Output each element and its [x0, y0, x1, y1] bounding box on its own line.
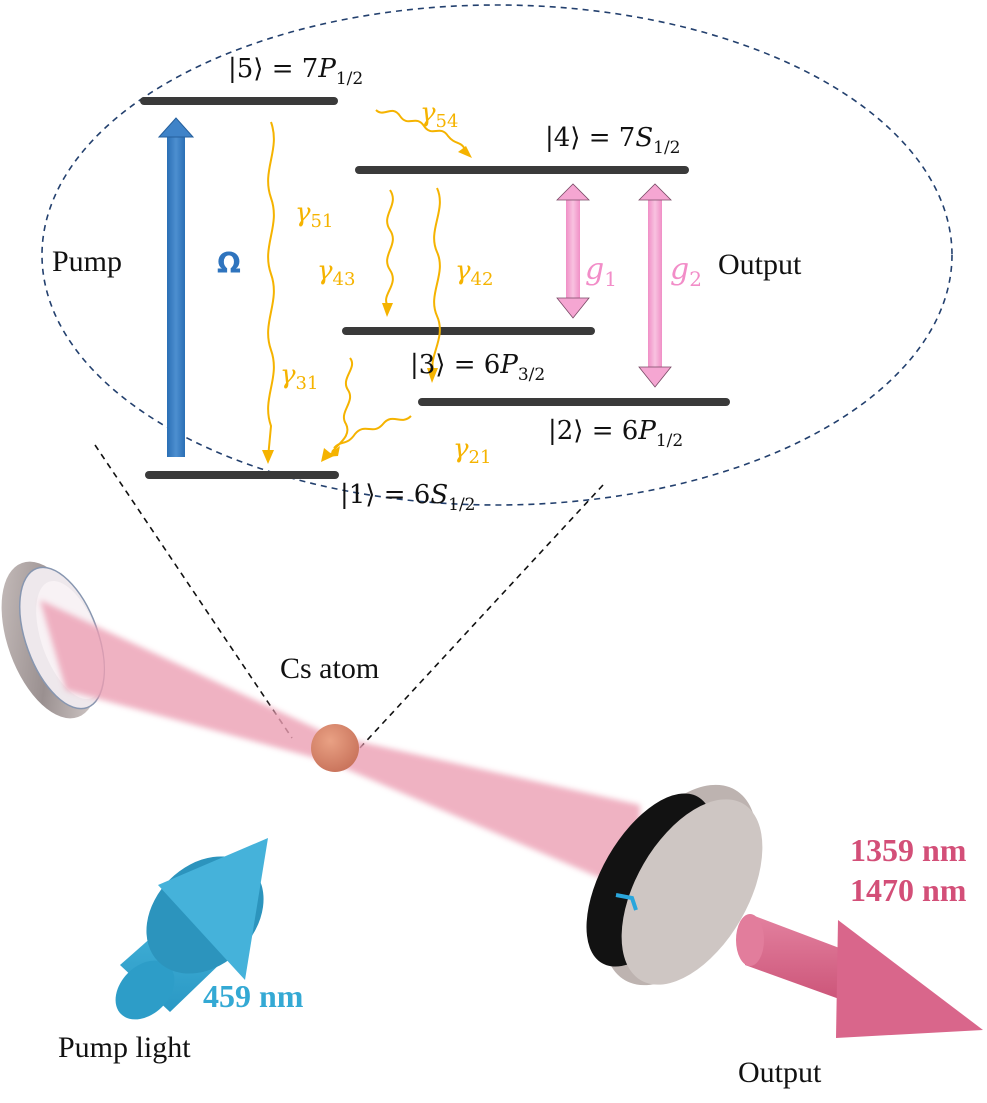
gamma-43-label: γ43	[317, 256, 356, 290]
level-2	[418, 398, 730, 406]
pump-label: Pump	[52, 245, 123, 278]
decay-54-head	[458, 146, 472, 158]
gamma-31-label: γ31	[280, 360, 319, 394]
gamma-54-label: γ54	[420, 98, 459, 132]
level-5-label: |5⟩ = 7P1/2	[228, 54, 364, 89]
output-inset-label: Output	[718, 248, 802, 281]
pump-light-label: Pump light	[58, 1031, 191, 1064]
level-1-label: |1⟩ = 6S1/2	[340, 480, 476, 515]
energy-levels	[140, 97, 730, 479]
omega-label: Ω	[217, 247, 241, 280]
inset-ellipse	[41, 4, 953, 506]
level-3	[342, 327, 595, 335]
decay-21-head	[325, 446, 340, 457]
level-2-label: |2⟩ = 6P1/2	[548, 416, 684, 451]
output-label: Output	[738, 1056, 822, 1089]
pump-arrow	[157, 117, 195, 457]
decay-51	[267, 121, 275, 459]
level-1	[145, 471, 339, 479]
zoom-line-left	[94, 444, 293, 739]
decay-arrows	[262, 109, 472, 464]
coupling-arrow-g2	[638, 183, 672, 388]
gamma-42-label: γ42	[455, 256, 494, 290]
pump-light-arrow	[115, 838, 268, 1020]
decay-43-head	[382, 303, 393, 317]
zoom-line-right	[357, 484, 604, 751]
gamma-21-label: γ21	[453, 434, 492, 468]
right-mirror	[586, 784, 763, 986]
level-5	[140, 97, 338, 105]
cs-atom-label: Cs atom	[280, 652, 380, 685]
gamma-51-label: γ51	[295, 198, 334, 232]
decay-21	[333, 415, 412, 449]
g2-label: g2	[670, 252, 702, 291]
decay-31-head	[321, 448, 334, 462]
output-wavelength-1: 1359 nm	[850, 832, 967, 868]
decay-51-head	[262, 450, 274, 464]
laser-beam	[40, 600, 640, 895]
coupling-arrow-g1	[556, 183, 590, 319]
cs-atom	[311, 724, 359, 772]
output-wavelength-2: 1470 nm	[850, 872, 967, 908]
level-3-label: |3⟩ = 6P3/2	[410, 350, 546, 385]
level-4	[355, 166, 689, 174]
pump-wavelength-label: 459 nm	[203, 978, 304, 1014]
level-4-label: |4⟩ = 7S1/2	[545, 123, 681, 158]
output-arrow	[736, 914, 983, 1038]
g1-label: g1	[585, 252, 617, 291]
decay-43	[385, 189, 394, 307]
decay-31	[331, 357, 353, 453]
decay-42	[431, 187, 441, 373]
decay-42-head	[427, 368, 438, 383]
decay-54	[375, 109, 467, 153]
